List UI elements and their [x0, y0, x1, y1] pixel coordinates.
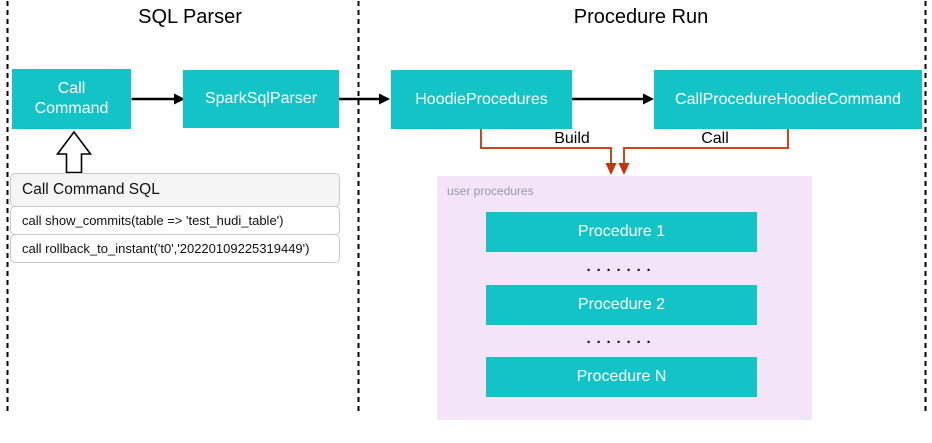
section-title-procedure-run: Procedure Run	[573, 6, 709, 28]
node-procedure-n: Procedure N	[486, 357, 757, 397]
arrow-call-command-to-spark-sql-parser	[131, 93, 185, 105]
ellipsis-dots: ·······	[586, 261, 657, 279]
call-command-sql-panel: Call Command SQL call show_commits(table…	[10, 173, 340, 263]
user-procedures-container: user procedures Procedure 1 ······· Proc…	[437, 176, 812, 420]
sql-panel-title: Call Command SQL	[10, 173, 340, 207]
node-hoodie-procedures: HoodieProcedures	[391, 70, 572, 129]
sql-statement-row: call show_commits(table => 'test_hudi_ta…	[10, 206, 340, 235]
arrow-hoodie-procedures-to-call-procedure-hoodie-command	[572, 93, 654, 105]
connector-build	[480, 129, 617, 175]
edge-label-build: Build	[554, 130, 590, 147]
node-procedure-1: Procedure 1	[486, 212, 757, 252]
user-procedures-label: user procedures	[447, 184, 534, 198]
arrow-spark-sql-parser-to-hoodie-procedures	[339, 93, 390, 105]
node-call-command: Call Command	[12, 69, 131, 129]
ellipsis-dots: ·······	[586, 333, 657, 351]
node-spark-sql-parser: SparkSqlParser	[183, 70, 339, 128]
section-title-sql-parser: SQL Parser	[138, 6, 242, 28]
block-up-arrow-icon	[55, 130, 93, 174]
edge-label-call: Call	[701, 130, 729, 147]
node-call-procedure-hoodie-command: CallProcedureHoodieCommand	[654, 70, 922, 129]
sql-statement-row: call rollback_to_instant('t0','202201092…	[10, 234, 340, 263]
node-procedure-2: Procedure 2	[486, 285, 757, 325]
